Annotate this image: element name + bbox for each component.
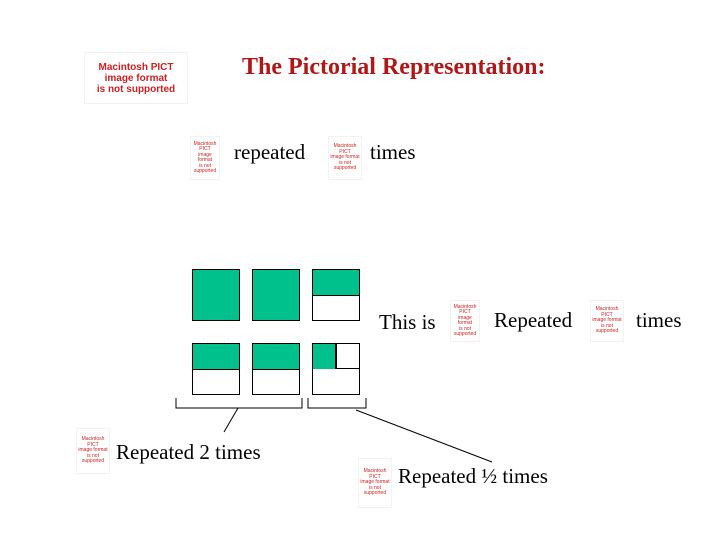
bracket-left — [175, 398, 303, 409]
label-repeated-2-times: Repeated 2 times — [116, 440, 261, 464]
missing-image-placeholder: Macintosh PICT image format is not suppo… — [328, 136, 362, 180]
placeholder-text: Macintosh PICT image format is not suppo… — [193, 140, 217, 174]
shaded-region — [253, 270, 299, 320]
missing-image-placeholder: Macintosh PICT image format is not suppo… — [358, 458, 392, 508]
placeholder-text: Macintosh PICT image format is not suppo… — [330, 143, 360, 172]
missing-image-placeholder: Macintosh PICT image format is not suppo… — [84, 52, 188, 104]
missing-image-placeholder: Macintosh PICT image format is not suppo… — [590, 300, 624, 342]
fraction-square — [192, 343, 240, 395]
bracket-right — [307, 398, 367, 409]
fraction-square — [312, 343, 360, 395]
label-times-top: times — [370, 140, 416, 164]
placeholder-text: Macintosh PICT image format is not suppo… — [592, 306, 622, 335]
quarter-outline — [336, 344, 359, 369]
placeholder-text: Macintosh PICT image format is not suppo… — [360, 468, 390, 497]
fraction-square — [252, 269, 300, 321]
missing-image-placeholder: Macintosh PICT image format is not suppo… — [190, 136, 220, 180]
label-times-mid: times — [636, 308, 682, 332]
shaded-region — [193, 270, 239, 320]
label-this-is: This is — [379, 310, 436, 334]
label-repeated: repeated — [234, 140, 306, 164]
missing-image-placeholder: Macintosh PICT image format is not suppo… — [450, 300, 480, 342]
pointer-line-right — [355, 409, 493, 463]
placeholder-text: Macintosh PICT image format is not suppo… — [78, 436, 108, 465]
shaded-region — [193, 344, 239, 370]
fraction-square — [252, 343, 300, 395]
shaded-region — [313, 270, 359, 296]
missing-image-placeholder: Macintosh PICT image format is not suppo… — [76, 428, 110, 474]
shaded-region — [253, 344, 299, 370]
fraction-square — [312, 269, 360, 321]
label-repeated-half-times: Repeated ½ times — [398, 464, 548, 488]
pointer-line-left — [223, 407, 239, 433]
placeholder-text: Macintosh PICT image format is not suppo… — [96, 61, 176, 95]
placeholder-text: Macintosh PICT image format is not suppo… — [453, 303, 477, 337]
shaded-region — [313, 344, 336, 369]
label-repeated-mid: Repeated — [494, 308, 573, 332]
page-title: The Pictorial Representation: — [242, 54, 546, 80]
fraction-square — [192, 269, 240, 321]
